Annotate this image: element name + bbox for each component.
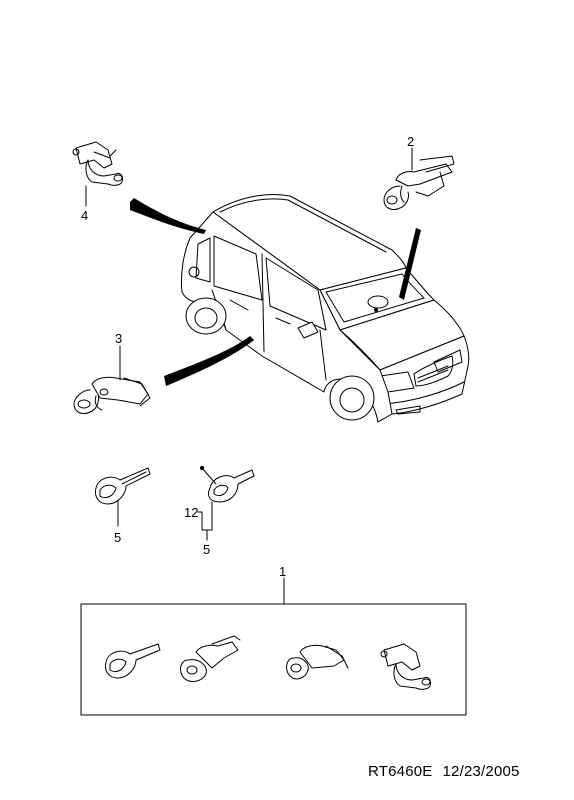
- callout-label-1: 1: [279, 564, 286, 579]
- callout-label-2: 2: [407, 134, 414, 149]
- key-right: [197, 465, 255, 541]
- callout-label-12: 12: [184, 505, 198, 520]
- callout-label-5-right: 5: [203, 542, 210, 557]
- pointer-arrows: [130, 198, 421, 386]
- drawing-footer: RT6460E 12/23/2005: [368, 763, 530, 780]
- callout-label-3: 3: [115, 331, 122, 346]
- door-lock-cylinder-front: [73, 345, 151, 415]
- callout-label-4: 4: [81, 208, 88, 223]
- lock-set-kit: [80, 577, 467, 716]
- ignition-lock-cylinder: [383, 147, 455, 211]
- pointer-arrow-4: [130, 198, 206, 234]
- drawing-date: 12/23/2005: [442, 763, 520, 780]
- drawing-code: RT6460E: [368, 763, 433, 780]
- car-illustration: [181, 194, 470, 423]
- callout-label-5-left: 5: [114, 530, 121, 545]
- pointer-arrow-3: [164, 336, 254, 386]
- pointer-arrow-2: [399, 228, 421, 300]
- door-lock-cylinder-rear: [72, 141, 123, 207]
- key-left: [95, 467, 151, 527]
